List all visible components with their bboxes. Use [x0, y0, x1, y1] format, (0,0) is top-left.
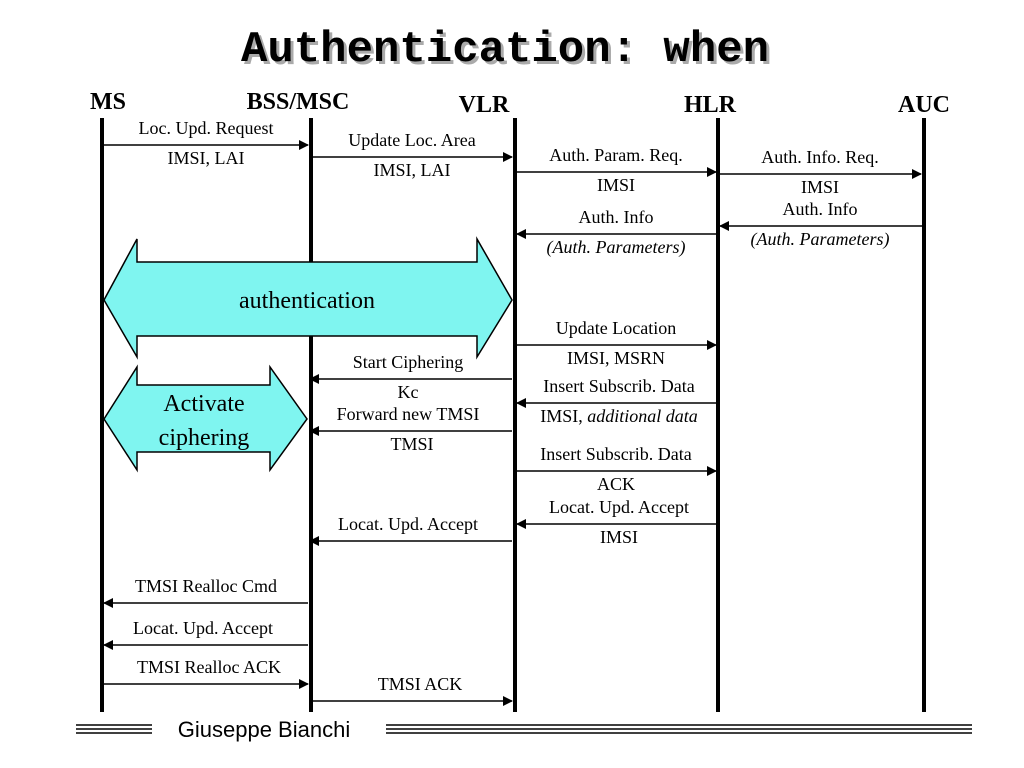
msg-insert-subscrib-data-params-prefix: IMSI, — [540, 406, 587, 426]
msg-update-location: Update Location — [556, 318, 676, 338]
msg-auth-info-hlr-vlr-params: (Auth. Parameters) — [547, 237, 686, 258]
entity-hlr-label: HLR — [684, 92, 737, 118]
entity-vlr-label: VLR — [459, 92, 510, 118]
msg-auth-info-auc-hlr: Auth. Info — [783, 199, 858, 219]
msg-start-ciphering-params: Kc — [398, 382, 419, 402]
msg-insert-subscrib-data-params-italic: additional data — [587, 406, 698, 426]
msg-forward-new-tmsi-params: TMSI — [390, 434, 433, 454]
msg-start-ciphering: Start Ciphering — [353, 352, 464, 372]
msg-auth-info-req: Auth. Info. Req. — [761, 147, 878, 167]
entity-auc-label: AUC — [898, 92, 950, 118]
msg-auth-param-req-params: IMSI — [597, 175, 635, 195]
msg-locat-upd-accept-vlr-bss: Locat. Upd. Accept — [338, 514, 478, 534]
msg-auth-info-req-params: IMSI — [801, 177, 839, 197]
msg-update-loc-area: Update Loc. Area — [348, 130, 475, 150]
msg-locat-upd-accept-hlr-vlr: Locat. Upd. Accept — [549, 497, 689, 517]
msg-auth-info-auc-hlr-params: (Auth. Parameters) — [751, 229, 890, 250]
msg-auth-param-req: Auth. Param. Req. — [549, 145, 682, 165]
msg-update-location-params: IMSI, MSRN — [567, 348, 665, 368]
msg-auth-info-hlr-vlr: Auth. Info — [579, 207, 654, 227]
activate-ciphering-block — [103, 364, 308, 473]
msg-tmsi-ack: TMSI ACK — [378, 674, 463, 694]
entity-ms-label: MS — [90, 89, 126, 115]
msg-locat-upd-accept-bss-ms: Locat. Upd. Accept — [133, 618, 273, 638]
activate-ciphering-line2: ciphering — [159, 425, 250, 451]
msg-insert-subscrib-data-params: IMSI, additional data — [540, 406, 698, 426]
msg-insert-subscrib-data-ack: Insert Subscrib. Data — [540, 444, 691, 464]
activate-ciphering-line1: Activate — [163, 391, 244, 417]
msg-loc-upd-request: Loc. Upd. Request — [139, 118, 274, 138]
msg-locat-upd-accept-hlr-vlr-params: IMSI — [600, 527, 638, 547]
msg-insert-subscrib-data-ack-params: ACK — [597, 474, 635, 494]
footer-author: Giuseppe Bianchi — [178, 717, 350, 742]
msg-forward-new-tmsi: Forward new TMSI — [337, 404, 480, 424]
msg-tmsi-realloc-ack: TMSI Realloc ACK — [137, 657, 281, 677]
authentication-label: authentication — [239, 288, 375, 314]
page-title-shadow: Authentication: when — [244, 28, 772, 78]
msg-insert-subscrib-data: Insert Subscrib. Data — [543, 376, 694, 396]
authentication-block — [103, 236, 513, 360]
msg-loc-upd-request-params: IMSI, LAI — [168, 148, 245, 168]
page-title: Authentication: when — [241, 25, 769, 75]
msg-tmsi-realloc-cmd: TMSI Realloc Cmd — [135, 576, 277, 596]
entity-bss-label: BSS/MSC — [247, 89, 350, 115]
msg-update-loc-area-params: IMSI, LAI — [374, 160, 451, 180]
